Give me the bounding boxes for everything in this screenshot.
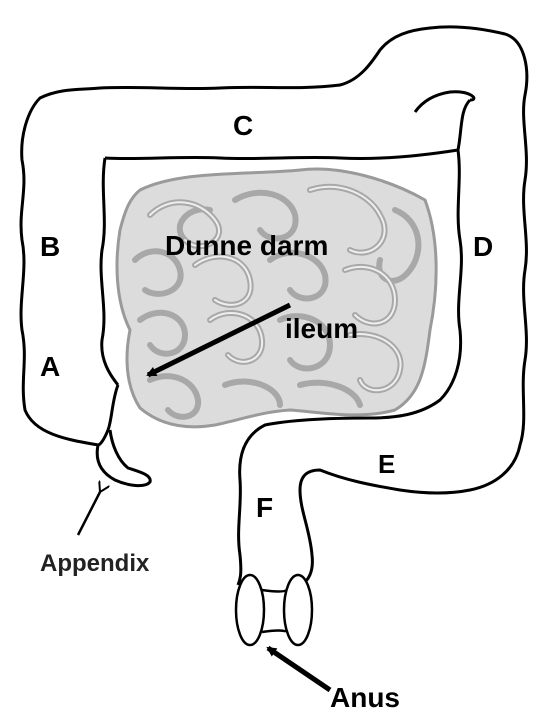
label-ileum: ileum	[285, 315, 358, 343]
label-a: A	[40, 353, 60, 381]
label-b: B	[40, 233, 60, 261]
label-anus: Anus	[330, 684, 400, 712]
small-intestine-coils	[117, 169, 436, 427]
label-appendix: Appendix	[40, 552, 149, 576]
label-c: C	[233, 112, 253, 140]
label-e: E	[378, 451, 395, 477]
label-f: F	[256, 494, 273, 522]
anus-arrow	[268, 648, 330, 690]
label-small-intestine: Dunne darm	[165, 232, 328, 260]
label-d: D	[473, 233, 493, 261]
appendix-arrow	[78, 492, 100, 535]
anus-sphincters	[236, 575, 312, 645]
